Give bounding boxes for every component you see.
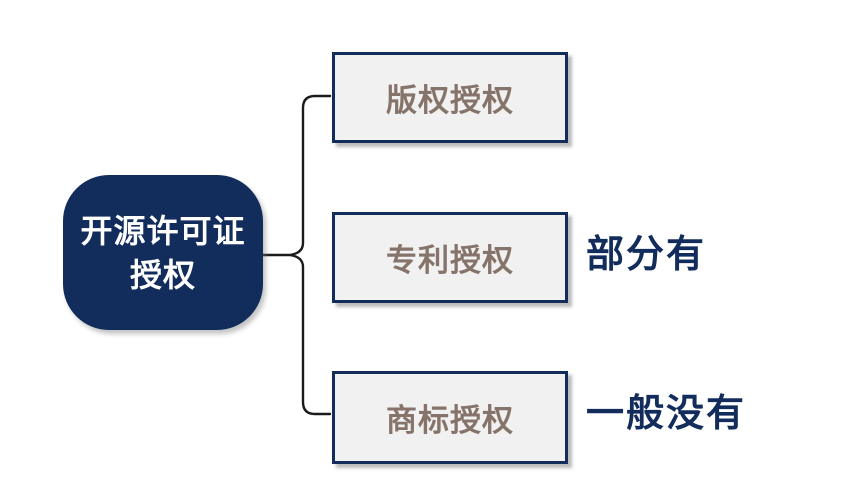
branch-label-patent: 专利授权 — [386, 243, 514, 278]
branch-label-trademark: 商标授权 — [386, 403, 514, 438]
branch-label-copyright: 版权授权 — [386, 83, 514, 118]
branch-box-patent: 专利授权 — [332, 212, 568, 303]
branch-box-trademark: 商标授权 — [332, 371, 568, 464]
root-node-label-line2: 授权 — [129, 256, 196, 293]
root-node: 开源许可证 授权 — [63, 175, 263, 330]
curly-brace — [289, 94, 332, 416]
branch-box-copyright: 版权授权 — [332, 52, 568, 143]
note-patent: 部分有 — [586, 234, 707, 276]
note-trademark: 一般没有 — [586, 393, 747, 435]
root-node-label-line1: 开源许可证 — [80, 212, 246, 249]
